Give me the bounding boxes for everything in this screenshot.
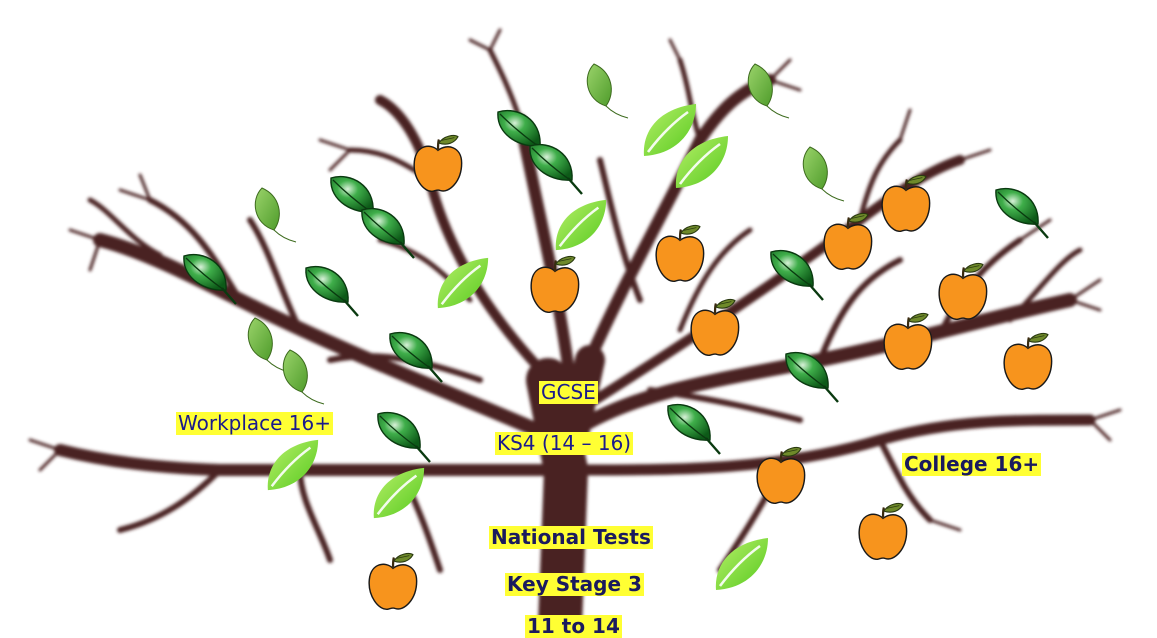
pale-leaf-icon (747, 63, 790, 119)
apple-icon (882, 312, 933, 371)
key-stage-3-label: Key Stage 3 (505, 572, 644, 596)
pale-leaf-icon (802, 146, 845, 202)
dark-leaf-icon (666, 403, 722, 456)
apple-icon (654, 224, 705, 283)
light-leaf-icon (674, 134, 730, 190)
tree-icon (28, 28, 1122, 625)
dark-leaf-icon (304, 265, 360, 318)
college-label: College 16+ (902, 452, 1042, 476)
age-range-label: 11 to 14 (525, 614, 622, 638)
gcse-label: GCSE (539, 380, 598, 404)
tree-diagram (28, 28, 1122, 625)
apple-icon (529, 255, 580, 314)
pale-leaf-icon (282, 349, 325, 405)
apple-icon (857, 502, 908, 561)
national-tests-label: National Tests (489, 525, 653, 549)
dark-leaf-icon (376, 411, 432, 464)
dark-leaf-icon (360, 207, 416, 260)
light-leaf-icon (266, 438, 320, 492)
light-leaf-icon (714, 536, 770, 592)
light-leaf-icon (642, 102, 698, 158)
light-leaf-icon (554, 198, 608, 252)
apple-icon (367, 552, 418, 611)
apples (367, 134, 1053, 611)
apple-icon (880, 174, 931, 233)
dark-leaf-icon (994, 187, 1050, 240)
ks4-label: KS4 (14 – 16) (495, 431, 634, 455)
apple-icon (1002, 332, 1053, 391)
pale-leaf-icon (586, 63, 629, 119)
workplace-label: Workplace 16+ (176, 411, 334, 435)
